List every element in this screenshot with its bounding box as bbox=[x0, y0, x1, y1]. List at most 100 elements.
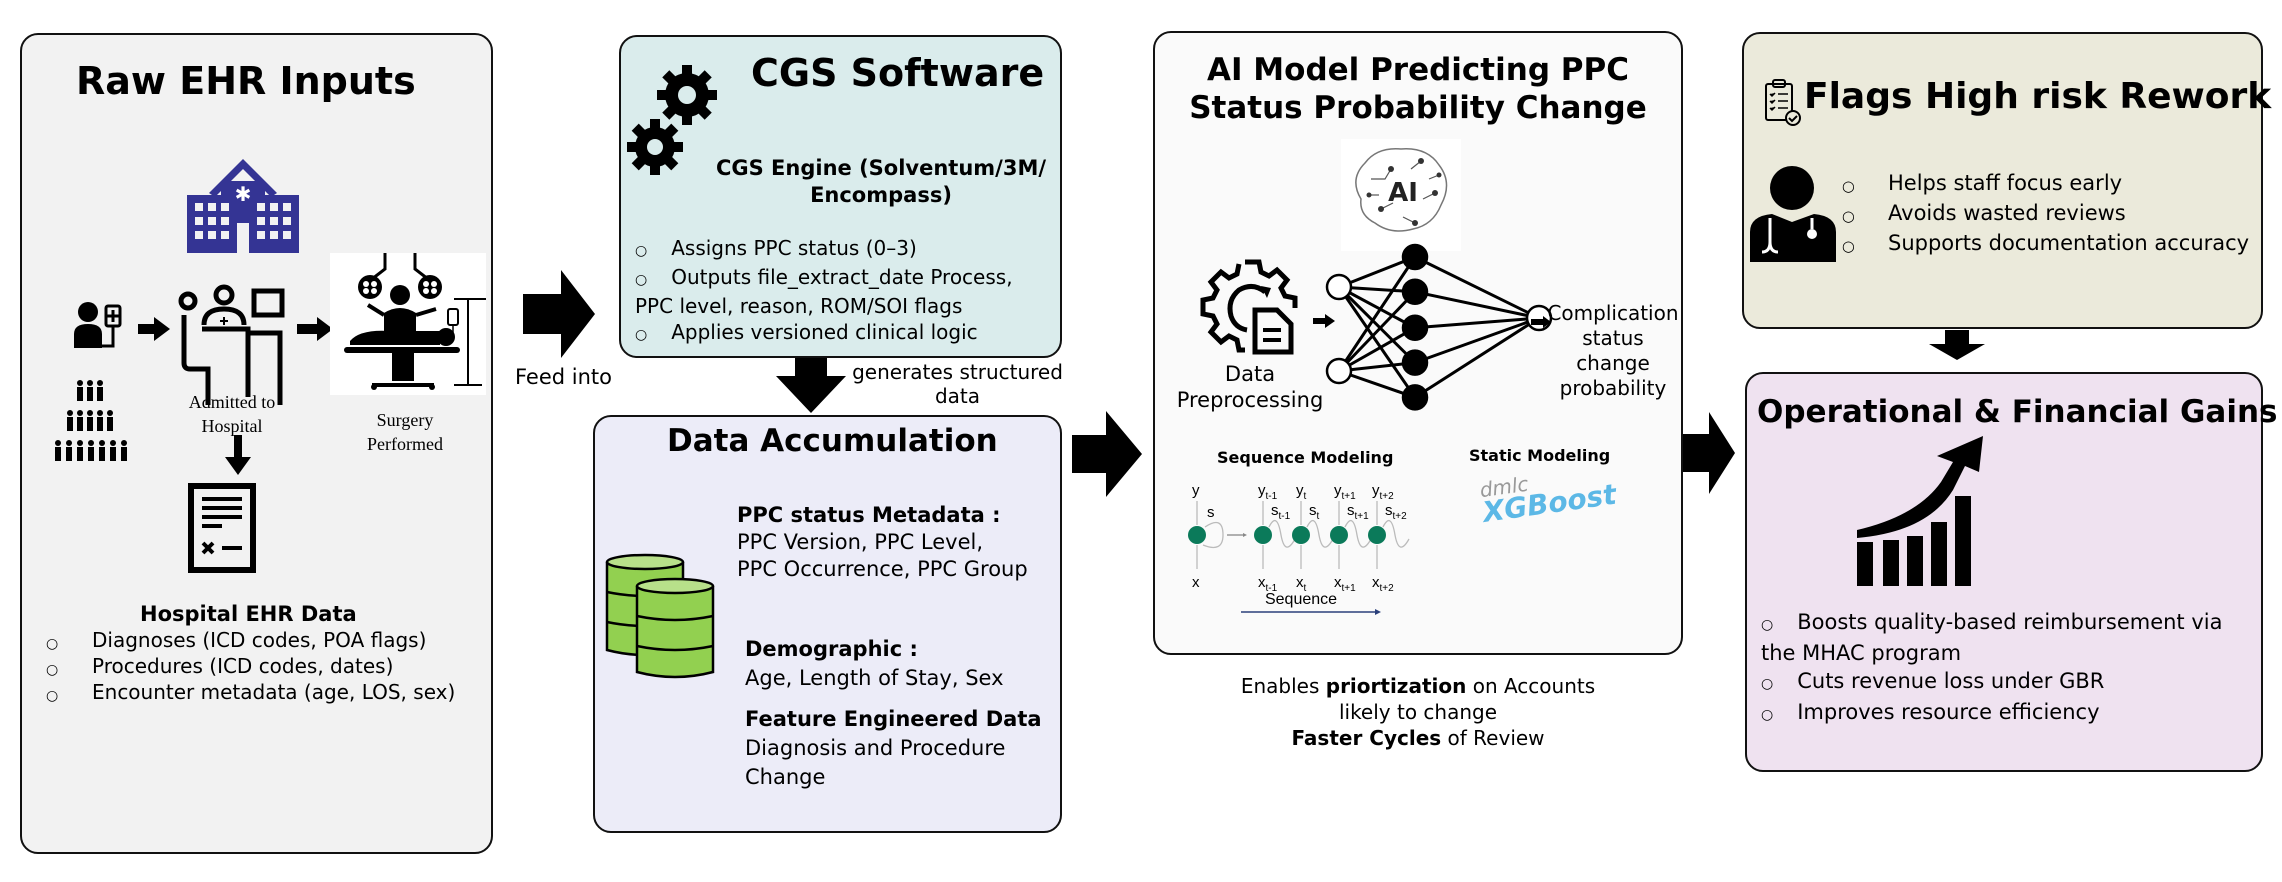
flags-list: Helps staff focus early Avoids wasted re… bbox=[1842, 168, 2249, 262]
rnn-label: yt bbox=[1296, 482, 1307, 502]
nn-hidden-node bbox=[1401, 314, 1429, 342]
ehr-data-heading: Hospital EHR Data bbox=[140, 602, 357, 626]
rnn-step-node bbox=[1330, 526, 1348, 544]
nn-edge bbox=[1414, 255, 1540, 320]
output-probability-label: Complication status change probability bbox=[1547, 301, 1679, 400]
to-ai-model-arrow bbox=[1072, 411, 1142, 497]
data-accumulation-panel: Data Accumulation PPC status Metadata : … bbox=[593, 415, 1062, 833]
nn-edge bbox=[1337, 285, 1417, 364]
generates-arrow bbox=[776, 358, 846, 413]
list-item: ○Applies versioned clinical logic bbox=[635, 320, 978, 344]
nn-input-node bbox=[1325, 357, 1353, 385]
cgs-title: CGS Software bbox=[751, 51, 1045, 95]
rnn-label: st-1 bbox=[1271, 502, 1291, 522]
data-preprocessing-label: Data Preprocessing bbox=[1176, 362, 1324, 412]
neural-network-diagram bbox=[1325, 243, 1553, 411]
rnn-label: st bbox=[1309, 502, 1320, 522]
nn-input-node bbox=[1325, 273, 1353, 301]
xgboost-logo: dmlc XGBoost bbox=[1478, 463, 1618, 529]
nn-hidden-node bbox=[1401, 384, 1429, 411]
surgery-icon bbox=[344, 253, 486, 390]
nn-edge bbox=[1414, 316, 1540, 365]
raw-ehr-panel: Raw EHR Inputs ✱ bbox=[20, 33, 493, 854]
nn-edge bbox=[1414, 290, 1540, 320]
list-item: Diagnoses (ICD codes, POA flags) bbox=[46, 627, 455, 657]
svg-text:✱: ✱ bbox=[235, 182, 252, 206]
sequence-axis-label: Sequence bbox=[1264, 591, 1338, 608]
gains-list: ○Boosts quality-based reimbursement via … bbox=[1761, 608, 2251, 729]
rnn-folded-node bbox=[1188, 526, 1206, 544]
nn-edge bbox=[1414, 316, 1540, 399]
nn-hidden-node bbox=[1401, 243, 1429, 271]
nn-edge bbox=[1337, 256, 1417, 372]
feed-into-arrow bbox=[523, 270, 595, 358]
demographic-section: Demographic : Age, Length of Stay, Sex bbox=[745, 637, 1004, 690]
gains-title: Operational & Financial Gains bbox=[1757, 394, 2278, 430]
rnn-step-node bbox=[1254, 526, 1272, 544]
nn-edge bbox=[1338, 255, 1416, 289]
admitted-label: Admitted to Hospital bbox=[188, 392, 276, 436]
arrow-down-icon bbox=[225, 435, 251, 475]
arrow-right-icon bbox=[138, 317, 170, 341]
list-item: ○Assigns PPC status (0–3) bbox=[635, 236, 917, 260]
clipboard-check-icon bbox=[1765, 79, 1801, 126]
arrow-right-icon bbox=[1531, 316, 1551, 328]
raw-ehr-title: Raw EHR Inputs bbox=[76, 59, 416, 103]
rnn-unrolled-diagram: ysxyt-1st-1xt-1ytstxtyt+1st+1xt+1yt+2st+… bbox=[1188, 482, 1410, 615]
feed-into-label: Feed into bbox=[515, 365, 613, 389]
data-preprocessing-icon bbox=[1200, 259, 1298, 355]
list-item: ○Cuts revenue loss under GBR bbox=[1761, 669, 2105, 693]
rnn-label: yt+2 bbox=[1372, 482, 1394, 502]
rnn-label: y bbox=[1192, 482, 1200, 499]
list-item: ○Outputs file_extract_date Process, PPC … bbox=[635, 265, 1013, 318]
cgs-items: ○Assigns PPC status (0–3) ○Outputs file_… bbox=[635, 235, 1055, 348]
flags-title: Flags High risk Rework bbox=[1804, 76, 2272, 117]
nn-edge bbox=[1337, 286, 1417, 399]
rnn-label: x bbox=[1192, 574, 1200, 591]
list-item: Helps staff focus early bbox=[1842, 168, 2249, 202]
arrow-right-icon bbox=[1313, 314, 1335, 328]
list-item: ○Boosts quality-based reimbursement via … bbox=[1761, 610, 2223, 665]
generates-label: generates structured data bbox=[852, 360, 1063, 408]
ai-model-panel: AI Model Predicting PPC Status Probabili… bbox=[1153, 31, 1683, 655]
arrow-down-icon bbox=[1929, 330, 1985, 360]
admission-desk-icon bbox=[178, 284, 285, 405]
ai-brain-icon: AI bbox=[1355, 148, 1448, 232]
list-item: ○Improves resource efficiency bbox=[1761, 700, 2100, 724]
cgs-engine-label: CGS Engine (Solventum/3M/ Encompass) bbox=[715, 156, 1047, 207]
rnn-label: st+2 bbox=[1385, 502, 1407, 522]
ehr-data-list: Diagnoses (ICD codes, POA flags) Procedu… bbox=[46, 627, 455, 709]
data-accumulation-title: Data Accumulation bbox=[667, 423, 998, 459]
nn-edge bbox=[1338, 326, 1416, 373]
nn-edge bbox=[1338, 285, 1416, 330]
gears-icon bbox=[627, 65, 717, 175]
static-modeling-heading: Static Modeling bbox=[1469, 446, 1611, 465]
rnn-step-node bbox=[1292, 526, 1310, 544]
nn-hidden-node bbox=[1401, 278, 1429, 306]
rnn-label: xt bbox=[1296, 574, 1307, 594]
document-icon bbox=[188, 483, 256, 573]
patient-iv-icon bbox=[74, 302, 122, 348]
nn-edge bbox=[1338, 369, 1416, 399]
database-icon bbox=[605, 553, 715, 679]
population-icon bbox=[55, 380, 127, 461]
rnn-label: xt+2 bbox=[1372, 574, 1394, 594]
nn-hidden-node bbox=[1401, 349, 1429, 376]
to-gains-arrow bbox=[1683, 412, 1735, 494]
sequence-modeling-heading: Sequence Modeling bbox=[1217, 448, 1394, 467]
ai-brain-image: AI bbox=[1341, 139, 1461, 251]
ai-badge: AI bbox=[1388, 178, 1418, 208]
nn-edge bbox=[1337, 290, 1417, 373]
surgery-image bbox=[330, 253, 486, 395]
flags-panel: Flags High risk Rework Helps staff focus… bbox=[1742, 32, 2271, 329]
cgs-software-panel: CGS Software CGS Engine (Solventum/3M/ E… bbox=[619, 35, 1062, 358]
feature-engineered-section: Feature Engineered Data Diagnosis and Pr… bbox=[745, 707, 1042, 789]
list-item: Encounter metadata (age, LOS, sex) bbox=[46, 679, 455, 709]
surgery-label: Surgery Performed bbox=[367, 410, 443, 454]
rnn-label: yt+1 bbox=[1334, 482, 1356, 502]
list-item: Procedures (ICD codes, dates) bbox=[46, 653, 455, 683]
ai-model-caption: Enables priortization on Accounts likely… bbox=[1240, 674, 1596, 750]
list-item: Avoids wasted reviews bbox=[1842, 198, 2249, 232]
hospital-icon: ✱ bbox=[187, 159, 299, 253]
doctor-icon bbox=[1750, 166, 1836, 262]
